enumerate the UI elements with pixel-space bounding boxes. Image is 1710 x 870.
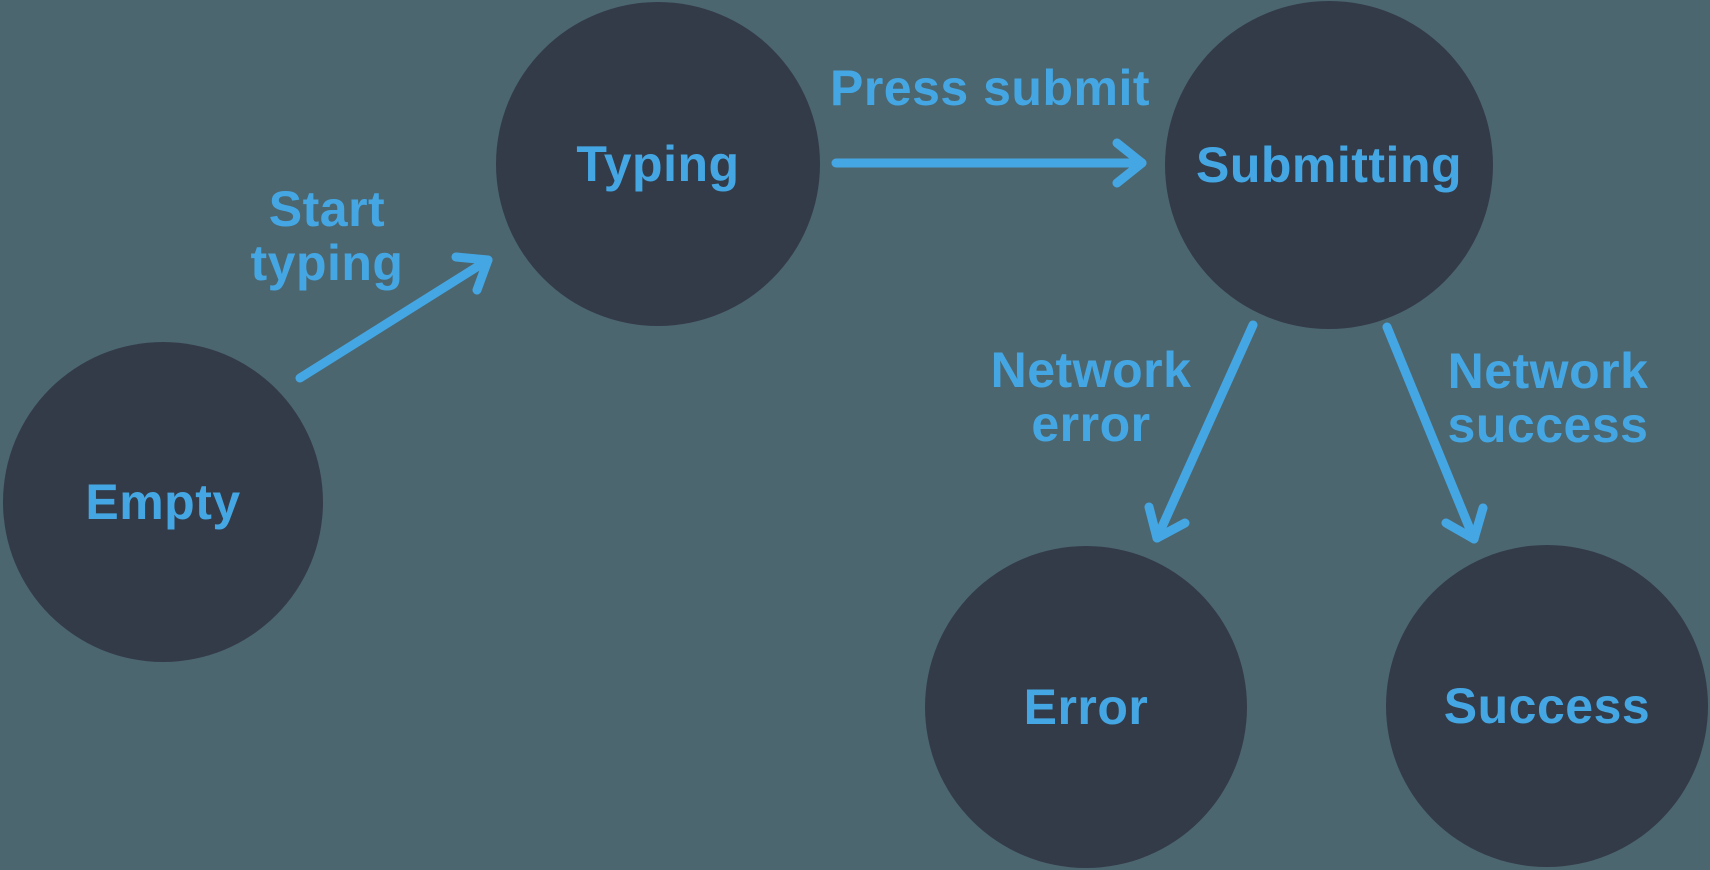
node-success-label: Success [1443, 678, 1651, 734]
edge-label-network-success: Network success [1447, 343, 1649, 453]
arrow-typing-to-submitting [831, 138, 1147, 188]
node-submitting: Submitting [1165, 1, 1493, 329]
node-typing: Typing [496, 2, 820, 326]
node-typing-label: Typing [576, 136, 740, 192]
node-empty-label: Empty [85, 474, 241, 530]
node-submitting-label: Submitting [1195, 137, 1463, 193]
edge-label-press-submit: Press submit [829, 60, 1151, 116]
node-error: Error [925, 546, 1247, 868]
edge-label-start-typing: Start typing [250, 181, 404, 291]
node-success: Success [1386, 545, 1708, 867]
node-empty: Empty [3, 342, 323, 662]
edge-label-network-error: Network error [990, 342, 1192, 452]
node-error-label: Error [1023, 679, 1149, 735]
